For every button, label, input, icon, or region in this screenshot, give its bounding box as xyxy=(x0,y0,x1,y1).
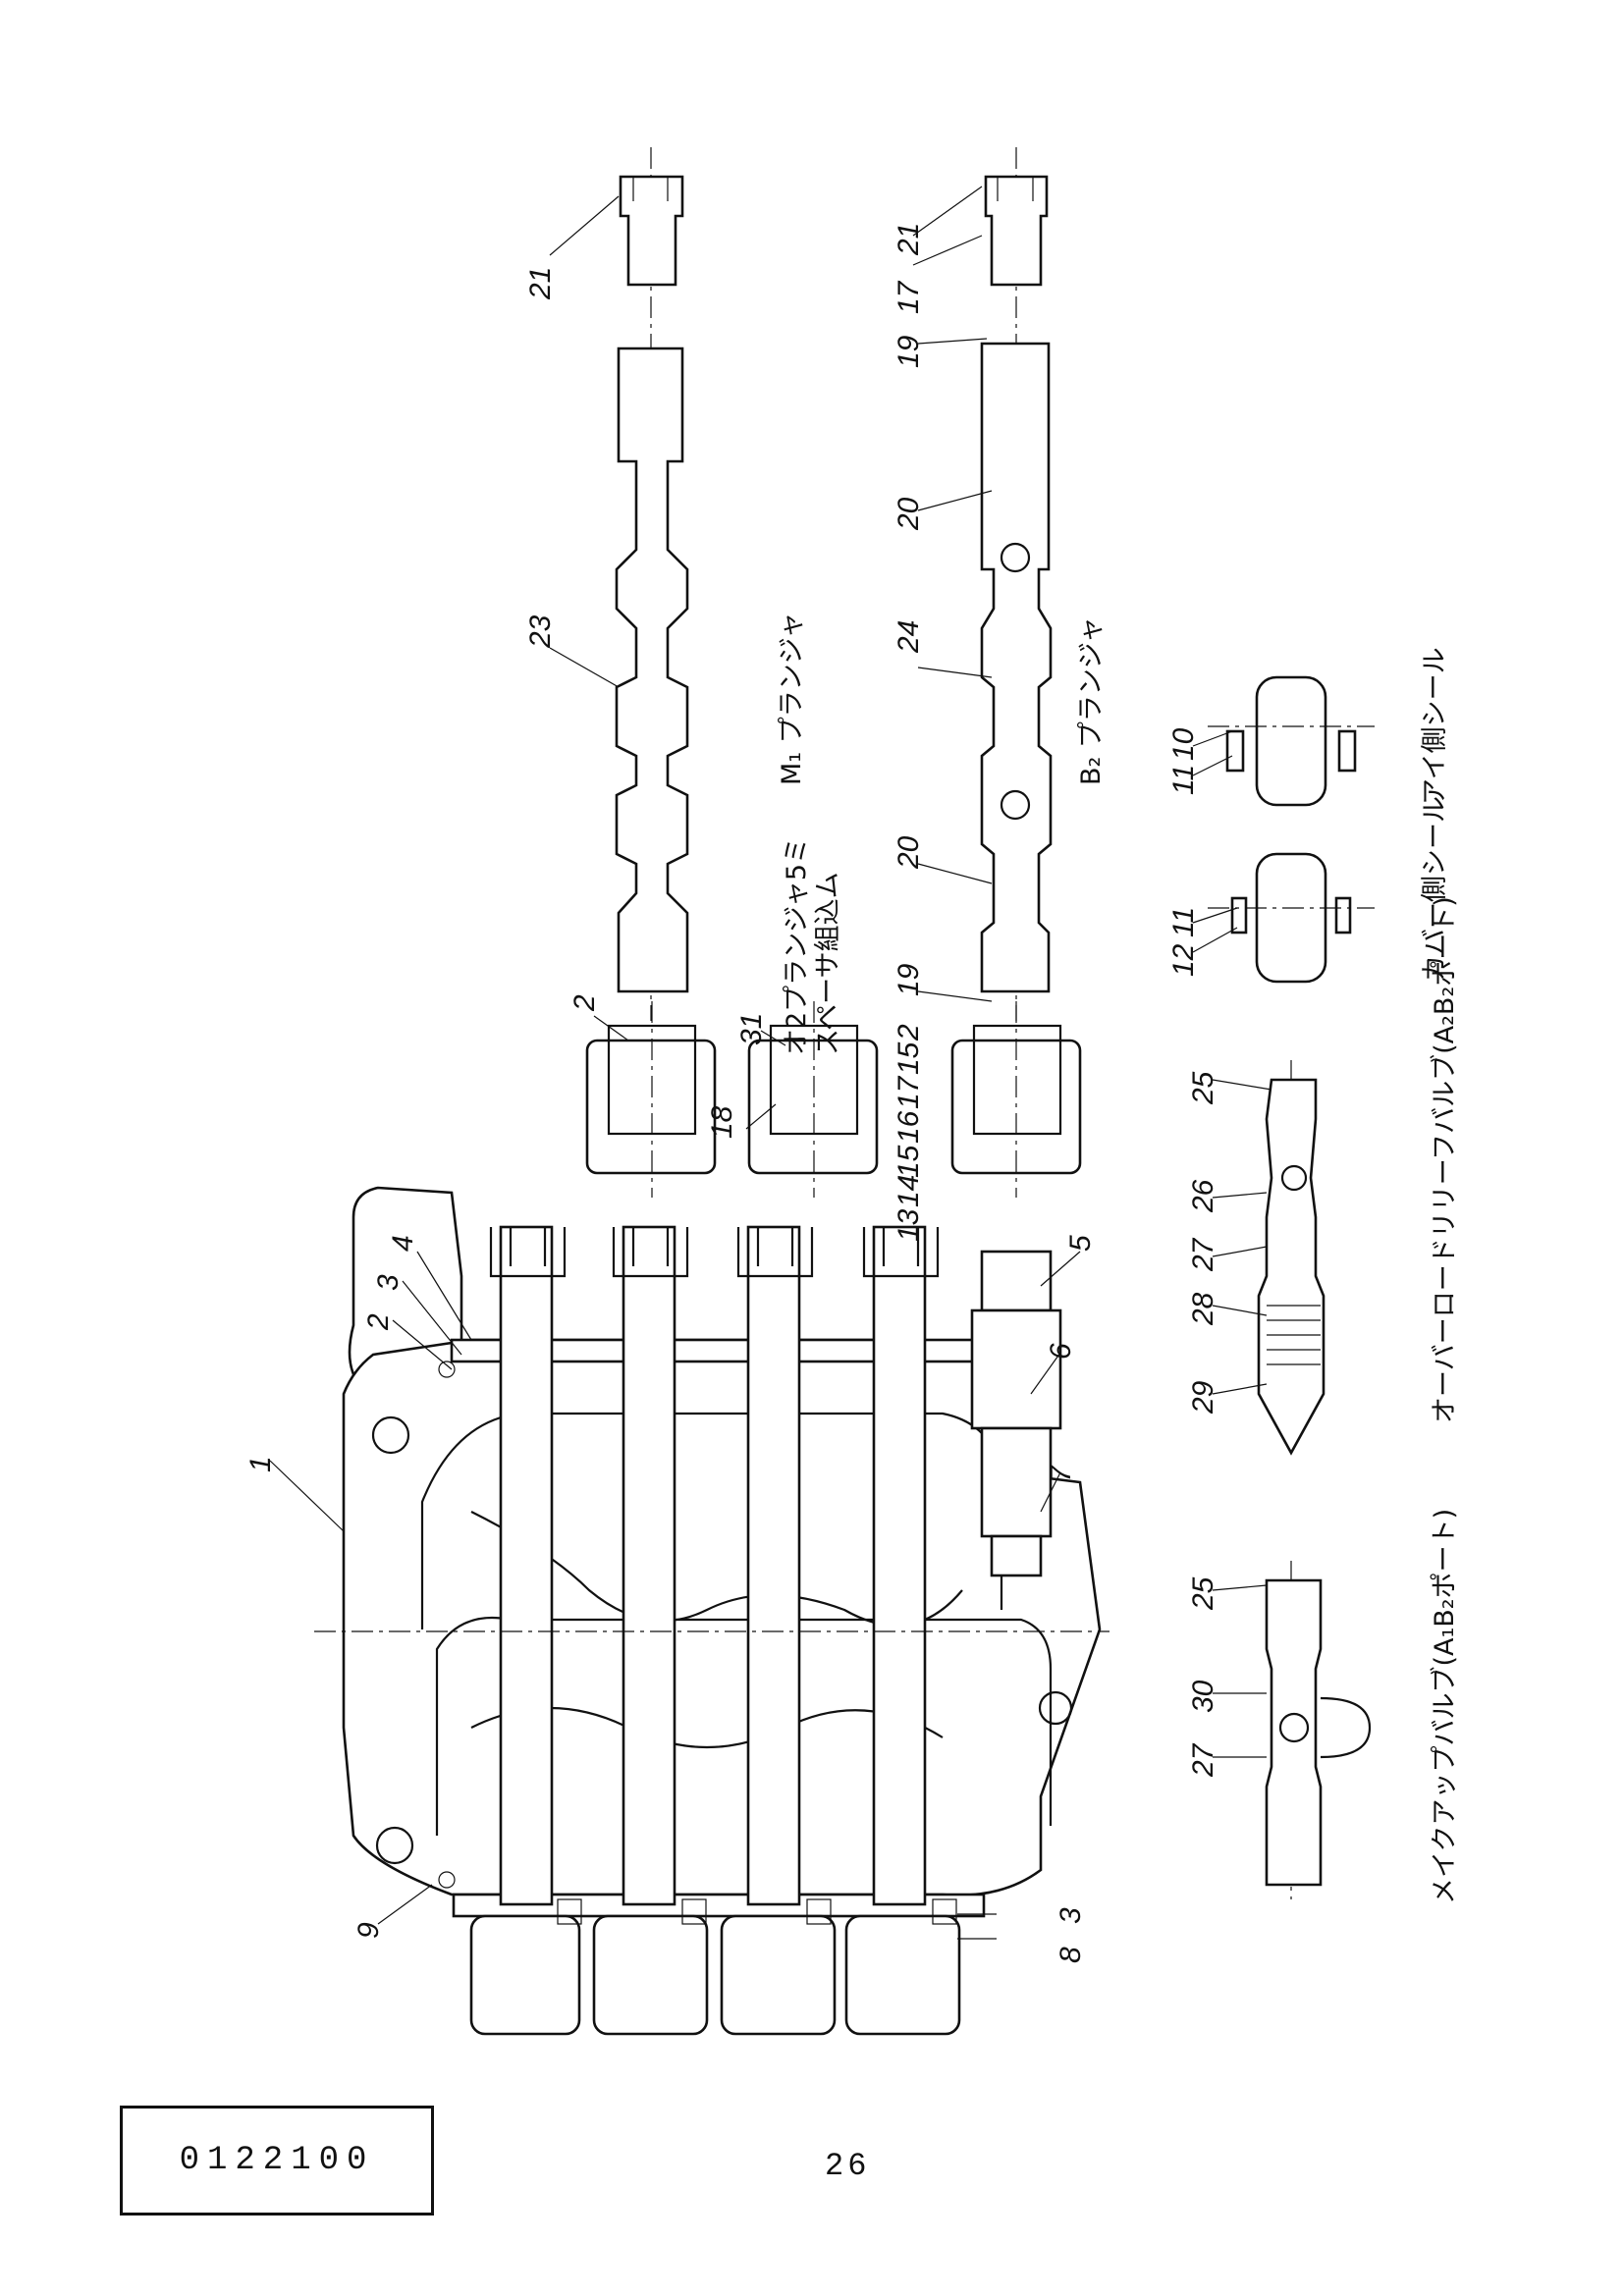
callout-20a: 20 xyxy=(893,497,925,531)
callout-14: 14 xyxy=(893,1175,925,1207)
callout-8: 8 xyxy=(1055,1947,1087,1963)
callout-17b: 17 xyxy=(893,1075,925,1109)
label-eye-side-seal: アイ側シール xyxy=(1420,647,1450,805)
callout-27b: 27 xyxy=(1187,1742,1219,1778)
callout-31: 31 xyxy=(735,1013,768,1045)
spool-set xyxy=(489,1225,940,1906)
part-name-labels: M₁ プランジャ B₂ プランジャ オ2プランジャ5ミ スペーサ組込ム カバー側… xyxy=(777,613,1460,1904)
label-makeup-valve: メイクアップバルブ(A₁B₂ポート) xyxy=(1430,1509,1460,1904)
callout-11b: 11 xyxy=(1167,907,1200,937)
callout-1: 1 xyxy=(244,1456,277,1472)
makeup-valve-detail xyxy=(1265,1561,1372,1899)
leader-lines xyxy=(269,186,1272,1940)
label-overload-relief-valve: オーバーロードリリーフバルブ(A₂B₂ポート) xyxy=(1430,896,1460,1423)
callout-19a: 19 xyxy=(893,335,925,368)
label-cover-side-seal: カバー側シール xyxy=(1420,796,1450,982)
label-plunger-spacer-2: スペーサ組込ム xyxy=(813,872,843,1055)
callout-25a: 25 xyxy=(1187,1071,1219,1105)
callout-12: 12 xyxy=(1167,943,1200,977)
callout-15a: 15 xyxy=(893,1041,925,1075)
callout-numbers: 1 2 3 4 5 6 7 8 3 9 21 23 2 31 18 21 17 … xyxy=(244,223,1219,1963)
overload-relief-valve-detail xyxy=(1257,1060,1325,1456)
seal-details xyxy=(1208,675,1375,984)
callout-7: 7 xyxy=(1045,1465,1077,1482)
callout-30: 30 xyxy=(1187,1680,1219,1713)
b2-plunger xyxy=(980,147,1053,1021)
callout-27a: 27 xyxy=(1187,1237,1219,1272)
m1-plunger xyxy=(615,147,689,1021)
document-number-box: 0122100 xyxy=(120,2106,434,2216)
callout-26: 26 xyxy=(1187,1179,1219,1213)
callout-23: 23 xyxy=(524,614,557,649)
spring-caps xyxy=(585,1001,1082,1198)
callout-16: 16 xyxy=(893,1110,925,1144)
callout-21b: 21 xyxy=(893,223,925,256)
callout-21a: 21 xyxy=(524,267,557,300)
callout-29: 29 xyxy=(1187,1380,1219,1415)
callout-25b: 25 xyxy=(1187,1576,1219,1611)
valve-body xyxy=(314,1186,1109,2036)
callout-3: 3 xyxy=(372,1274,405,1291)
callout-24: 24 xyxy=(893,620,925,654)
relief-valve-installed xyxy=(970,1250,1062,1577)
callout-2: 2 xyxy=(362,1313,395,1331)
callout-5: 5 xyxy=(1064,1235,1097,1252)
callout-10: 10 xyxy=(1167,727,1200,761)
callout-28: 28 xyxy=(1187,1292,1219,1326)
callout-20b: 20 xyxy=(893,835,925,870)
callout-4: 4 xyxy=(387,1235,419,1252)
page-number: 26 xyxy=(825,2148,871,2184)
label-b2-plunger: B₂ プランジャ xyxy=(1076,616,1107,785)
callout-13: 13 xyxy=(893,1208,925,1242)
callout-3b: 3 xyxy=(1055,1907,1087,1924)
callout-19b: 19 xyxy=(893,963,925,996)
callout-18: 18 xyxy=(706,1105,738,1139)
document-number: 0122100 xyxy=(179,2142,375,2179)
label-m1-plunger: M₁ プランジャ xyxy=(777,613,807,785)
callout-11a: 11 xyxy=(1167,765,1200,795)
callout-17a: 17 xyxy=(893,280,925,314)
callout-6: 6 xyxy=(1045,1343,1077,1360)
label-plunger-spacer-1: オ2プランジャ5ミ xyxy=(782,837,812,1055)
callout-2b: 2 xyxy=(568,994,601,1012)
callout-2c: 2 xyxy=(893,1024,925,1041)
callout-9: 9 xyxy=(352,1922,385,1939)
callout-15b: 15 xyxy=(893,1145,925,1178)
